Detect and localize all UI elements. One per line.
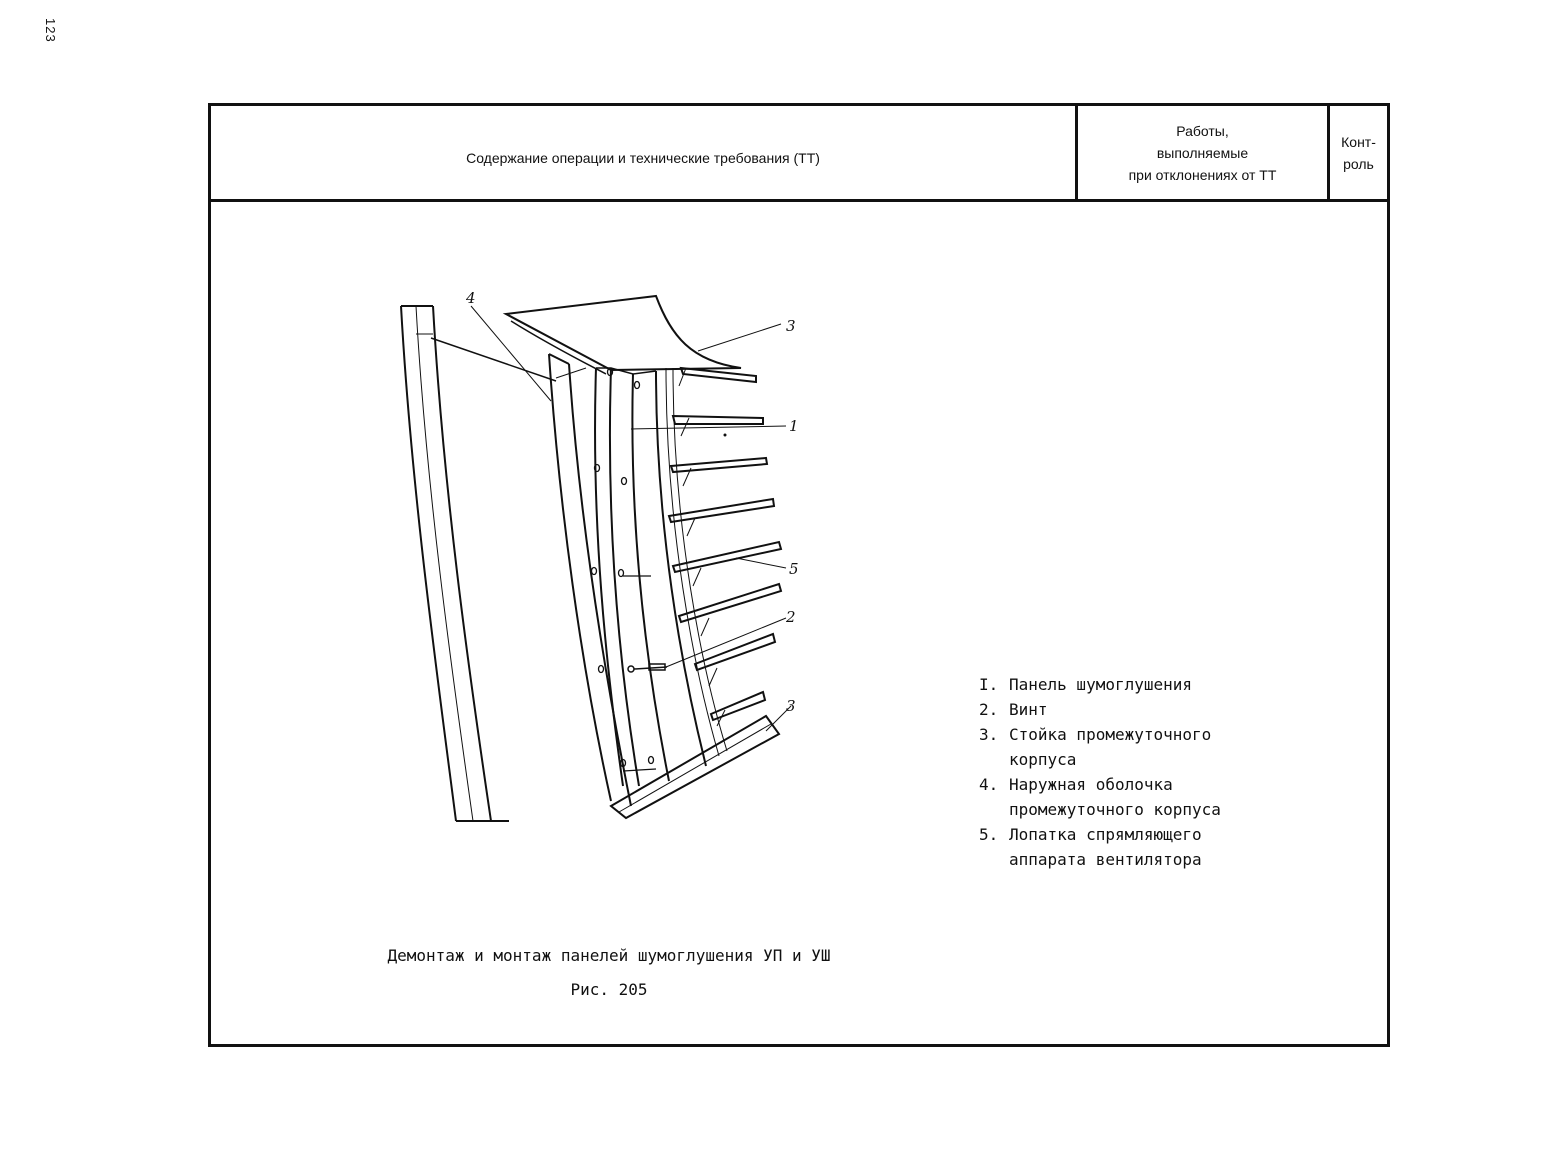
legend-item: 3. Стойка промежуточного корпуса	[979, 722, 1249, 772]
outer-shell-edge	[432, 305, 492, 822]
figure-caption-title: Демонтаж и монтаж панелей шумоглушения У…	[387, 946, 831, 965]
callout-label: 3	[786, 697, 796, 715]
legend-number: 3.	[979, 725, 999, 744]
outer-shell-connector	[430, 337, 557, 382]
callout-label: 3	[786, 317, 796, 335]
legend-text: Наружная оболочка промежуточного корпуса	[1009, 775, 1221, 819]
header-works-line: выполняемые	[1156, 144, 1249, 161]
callout-label: 1	[789, 417, 799, 435]
panel-edge	[594, 367, 624, 787]
legend-text: Панель шумоглушения	[1009, 675, 1193, 694]
legend-item: 2. Винт	[979, 697, 1249, 722]
panel-edge	[608, 367, 640, 787]
panel-frame-edge	[568, 363, 632, 807]
legend: I. Панель шумоглушения 2. Винт 3. Стойка…	[979, 672, 1249, 872]
legend-text: Стойка промежуточного корпуса	[1009, 725, 1212, 769]
strut-top	[502, 294, 742, 372]
legend-number: 5.	[979, 825, 999, 844]
header-control-cell: Конт- роль	[1327, 106, 1387, 202]
figure-number: Рис. 205	[570, 980, 648, 999]
legend-item: I. Панель шумоглушения	[979, 672, 1249, 697]
screw	[627, 663, 668, 673]
legend-text: Винт	[1009, 700, 1048, 719]
header-content-cell: Содержание операции и технические требов…	[211, 106, 1075, 202]
legend-number: 4.	[979, 775, 999, 794]
outer-shell-line	[415, 305, 474, 822]
panel-edge	[655, 370, 707, 767]
header-control-line: роль	[1343, 155, 1374, 172]
outer-shell-edge	[400, 305, 457, 822]
strut-bottom	[609, 714, 781, 820]
legend-number: I.	[979, 675, 999, 694]
callout-label: 5	[789, 560, 799, 578]
leader-lines	[470, 305, 792, 732]
legend-number: 2.	[979, 700, 999, 719]
header-works-cell: Работы, выполняемые при отклонениях от Т…	[1075, 106, 1327, 202]
technical-drawing: 4 3 1 5 2 3	[400, 289, 799, 822]
blade-group	[667, 366, 783, 727]
page-number: 123	[43, 18, 58, 43]
header-works-line: Работы,	[1176, 122, 1229, 139]
callout-label: 2	[785, 608, 796, 626]
legend-item: 5. Лопатка спрямляющего аппарата вентиля…	[979, 822, 1249, 872]
panel-frame-edge	[548, 353, 612, 802]
bolt-holes	[590, 367, 655, 768]
header-control-line: Конт-	[1341, 133, 1376, 150]
header-content-title: Содержание операции и технические требов…	[466, 149, 820, 166]
legend-text: Лопатка спрямляющего аппарата вентилятор…	[1009, 825, 1202, 869]
legend-item: 4. Наружная оболочка промежуточного корп…	[979, 772, 1249, 822]
document-frame: Содержание операции и технические требов…	[208, 103, 1390, 1047]
panel-edge	[631, 373, 670, 782]
callout-label: 4	[465, 289, 476, 307]
header-works-line: при отклонениях от ТТ	[1128, 166, 1277, 183]
